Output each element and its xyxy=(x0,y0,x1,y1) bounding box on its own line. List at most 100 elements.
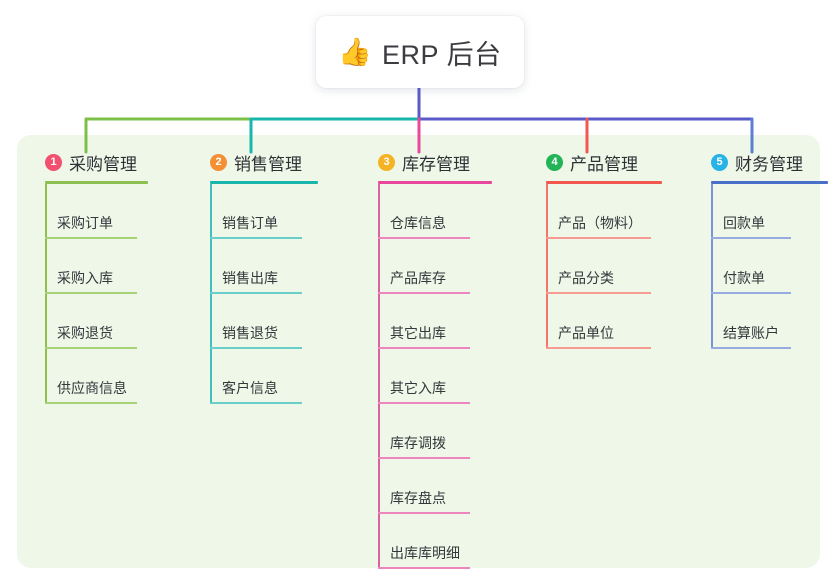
column-header-1[interactable]: 1 采购管理 xyxy=(45,145,148,179)
leaf-spine-2 xyxy=(210,184,212,404)
leaf-item-label: 采购入库 xyxy=(57,270,113,286)
leaf-item-label: 产品库存 xyxy=(390,270,446,286)
leaf-item-label: 其它出库 xyxy=(390,325,446,341)
leaf-item-label: 供应商信息 xyxy=(57,380,127,396)
column-badge-2: 2 xyxy=(210,153,227,171)
leaf-item[interactable]: 采购退货 xyxy=(45,294,148,349)
leaf-item-label: 付款单 xyxy=(723,270,765,286)
column-title-1: 采购管理 xyxy=(69,154,137,174)
leaf-item-underline xyxy=(378,402,470,404)
column-header-2[interactable]: 2 销售管理 xyxy=(210,145,318,179)
leaf-item[interactable]: 库存盘点 xyxy=(378,459,492,514)
leaf-item[interactable]: 产品单位 xyxy=(546,294,662,349)
column-1: 1 采购管理采购订单采购入库采购退货供应商信息 xyxy=(45,145,148,404)
leaf-item-label: 销售订单 xyxy=(222,215,278,231)
leaf-item[interactable]: 产品库存 xyxy=(378,239,492,294)
column-underline-2 xyxy=(210,181,318,184)
leaf-item-label: 产品分类 xyxy=(558,270,614,286)
leaf-list-2: 销售订单销售出库销售退货客户信息 xyxy=(210,184,318,404)
leaf-item[interactable]: 付款单 xyxy=(711,239,828,294)
column-4: 4 产品管理产品（物料） 产品分类产品单位 xyxy=(546,145,662,349)
leaf-item-underline xyxy=(711,347,791,349)
leaf-item[interactable]: 销售退货 xyxy=(210,294,318,349)
leaf-item-underline xyxy=(546,347,651,349)
column-header-4[interactable]: 4 产品管理 xyxy=(546,145,662,179)
leaf-spine-3 xyxy=(378,184,380,569)
leaf-item-label: 结算账户 xyxy=(723,325,779,341)
leaf-item[interactable]: 客户信息 xyxy=(210,349,318,404)
leaf-item[interactable]: 销售订单 xyxy=(210,184,318,239)
leaf-item[interactable]: 销售出库 xyxy=(210,239,318,294)
leaf-item-underline xyxy=(378,567,470,569)
leaf-item-underline xyxy=(210,402,302,404)
leaf-spine-4 xyxy=(546,184,548,349)
leaf-item[interactable]: 其它出库 xyxy=(378,294,492,349)
leaf-item-underline xyxy=(711,292,791,294)
column-badge-5: 5 xyxy=(711,153,728,171)
leaf-list-5: 回款单付款单结算账户 xyxy=(711,184,828,349)
leaf-item[interactable]: 库存调拨 xyxy=(378,404,492,459)
column-header-5[interactable]: 5 财务管理 xyxy=(711,145,828,179)
leaf-spine-1 xyxy=(45,184,47,404)
column-title-5: 财务管理 xyxy=(735,154,803,174)
column-underline-1 xyxy=(45,181,148,184)
leaf-item-underline xyxy=(378,457,470,459)
leaf-list-3: 仓库信息产品库存其它出库其它入库库存调拨库存盘点出库库明细 xyxy=(378,184,492,569)
leaf-item-label: 仓库信息 xyxy=(390,215,446,231)
leaf-item-underline xyxy=(711,237,791,239)
root-node-card[interactable]: 👍 ERP 后台 xyxy=(316,16,524,88)
leaf-item-underline xyxy=(45,347,137,349)
column-title-4: 产品管理 xyxy=(570,154,638,174)
leaf-item-label: 采购退货 xyxy=(57,325,113,341)
leaf-item-label: 采购订单 xyxy=(57,215,113,231)
leaf-item-underline xyxy=(210,237,302,239)
leaf-item-label: 其它入库 xyxy=(390,380,446,396)
column-badge-4: 4 xyxy=(546,153,563,171)
leaf-item-label: 回款单 xyxy=(723,215,765,231)
column-title-3: 库存管理 xyxy=(402,154,470,174)
leaf-item[interactable]: 采购订单 xyxy=(45,184,148,239)
leaf-item[interactable]: 采购入库 xyxy=(45,239,148,294)
column-3: 3 库存管理仓库信息产品库存其它出库其它入库库存调拨库存盘点出库库明细 xyxy=(378,145,492,569)
leaf-item-underline xyxy=(378,237,470,239)
leaf-item-underline xyxy=(378,347,470,349)
leaf-item[interactable]: 结算账户 xyxy=(711,294,828,349)
column-badge-1: 1 xyxy=(45,153,62,171)
leaf-item[interactable]: 出库库明细 xyxy=(378,514,492,569)
leaf-item-underline xyxy=(45,237,137,239)
leaf-item[interactable]: 其它入库 xyxy=(378,349,492,404)
column-underline-4 xyxy=(546,181,662,184)
column-title-2: 销售管理 xyxy=(234,154,302,174)
leaf-item[interactable]: 仓库信息 xyxy=(378,184,492,239)
column-5: 5 财务管理回款单付款单结算账户 xyxy=(711,145,828,349)
leaf-item-label: 销售出库 xyxy=(222,270,278,286)
leaf-item-label: 销售退货 xyxy=(222,325,278,341)
leaf-item-underline xyxy=(45,292,137,294)
leaf-item-underline xyxy=(378,512,470,514)
leaf-item-underline xyxy=(546,237,651,239)
column-header-3[interactable]: 3 库存管理 xyxy=(378,145,492,179)
leaf-item[interactable]: 回款单 xyxy=(711,184,828,239)
content-panel xyxy=(17,135,820,568)
column-underline-3 xyxy=(378,181,492,184)
leaf-item[interactable]: 产品（物料） xyxy=(546,184,662,239)
leaf-item-label: 出库库明细 xyxy=(390,545,460,561)
leaf-list-4: 产品（物料） 产品分类产品单位 xyxy=(546,184,662,349)
leaf-item-label: 库存调拨 xyxy=(390,435,446,451)
thumbs-up-icon: 👍 xyxy=(338,36,373,67)
leaf-item-underline xyxy=(45,402,137,404)
leaf-item-label: 库存盘点 xyxy=(390,490,446,506)
root-node-title: ERP 后台 xyxy=(382,39,502,70)
leaf-item[interactable]: 供应商信息 xyxy=(45,349,148,404)
leaf-item-label: 客户信息 xyxy=(222,380,278,396)
leaf-list-1: 采购订单采购入库采购退货供应商信息 xyxy=(45,184,148,404)
column-badge-3: 3 xyxy=(378,153,395,171)
leaf-item-label: 产品单位 xyxy=(558,325,614,341)
leaf-item[interactable]: 产品分类 xyxy=(546,239,662,294)
leaf-item-underline xyxy=(378,292,470,294)
column-underline-5 xyxy=(711,181,828,184)
leaf-item-underline xyxy=(210,347,302,349)
leaf-item-underline xyxy=(210,292,302,294)
column-2: 2 销售管理销售订单销售出库销售退货客户信息 xyxy=(210,145,318,404)
